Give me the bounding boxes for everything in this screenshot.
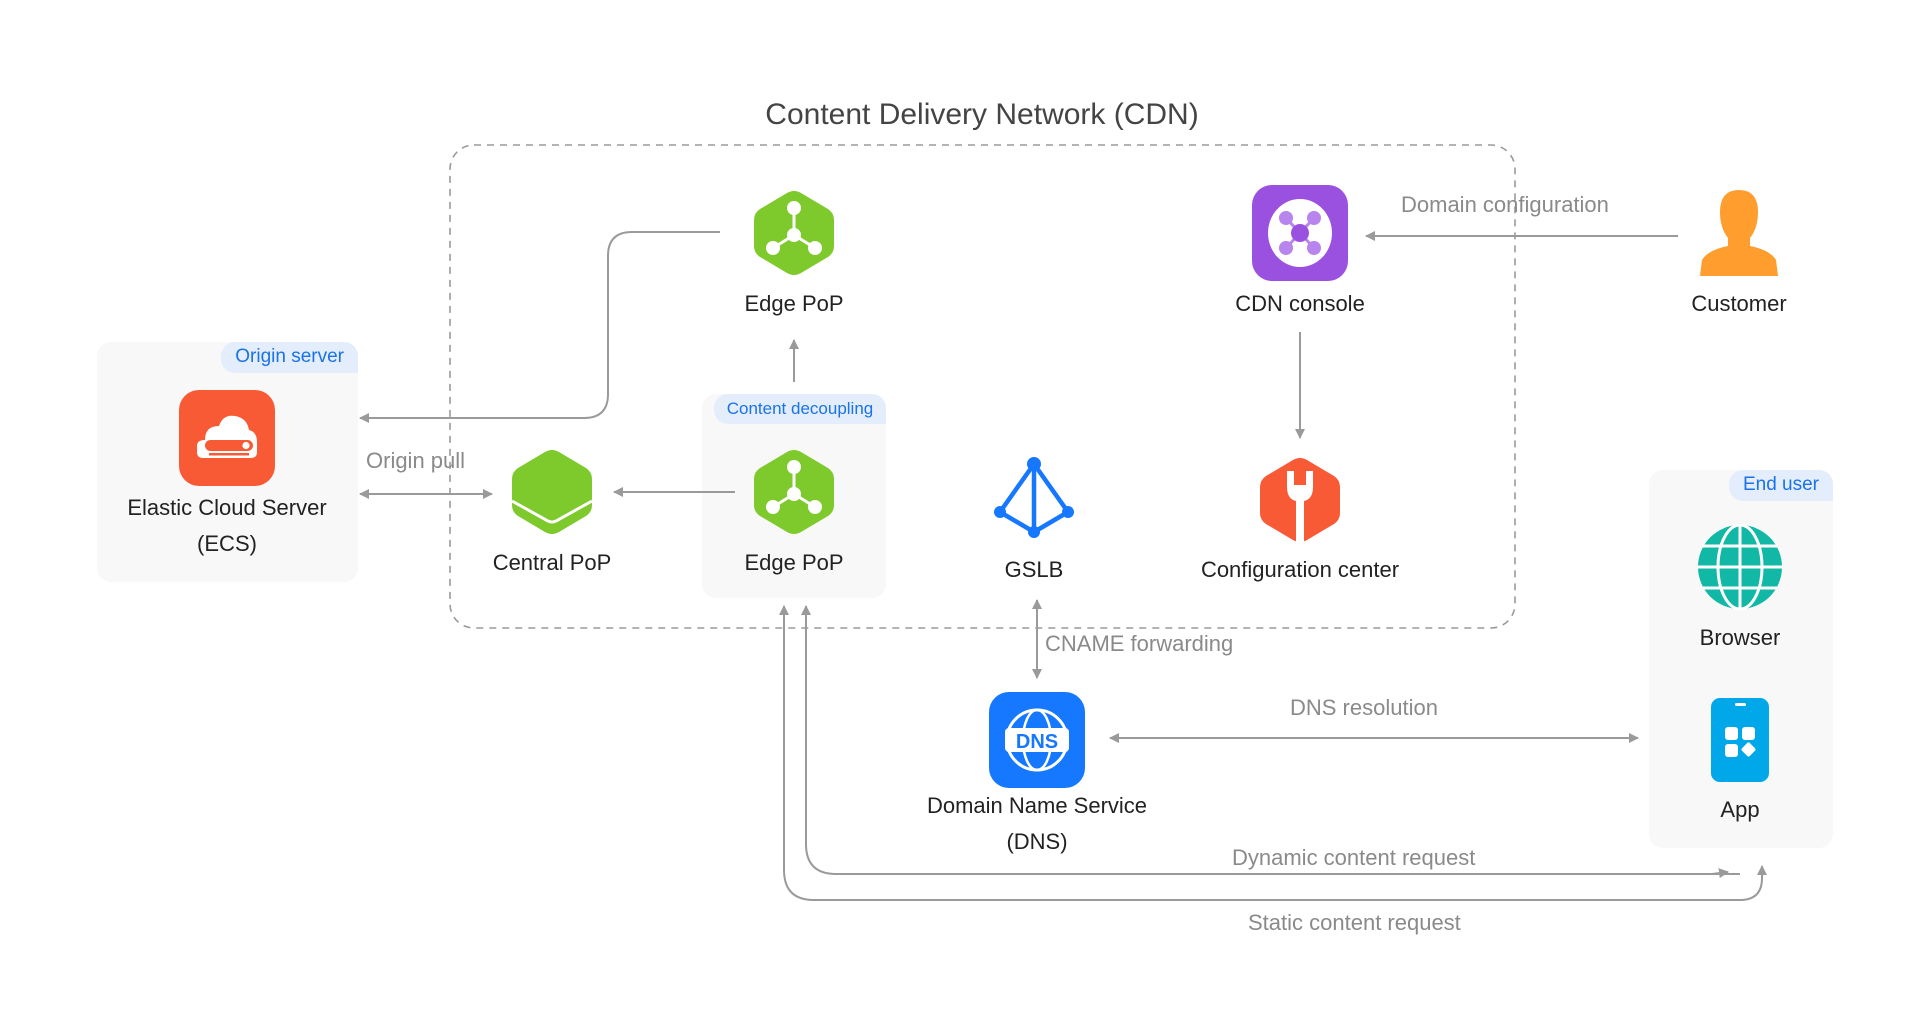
- cdn-console-icon[interactable]: [1252, 185, 1348, 281]
- dynamic-request-connector: [806, 606, 1740, 875]
- mobile-app-icon[interactable]: [1711, 698, 1769, 782]
- edge-to-origin-connector: [359, 231, 720, 423]
- cname-forwarding-label: CNAME forwarding: [1045, 631, 1234, 656]
- dns-label-line1: Domain Name Service: [926, 793, 1148, 818]
- app-label: App: [1720, 797, 1760, 822]
- cdn-console-label: CDN console: [1235, 291, 1365, 316]
- dns-globe-icon[interactable]: DNS: [989, 692, 1085, 788]
- diagram-title: Content Delivery Network (CDN): [765, 98, 1199, 131]
- dns-resolution-label: DNS resolution: [1290, 695, 1438, 720]
- edge-pop-bottom-label: Edge PoP: [744, 550, 844, 575]
- domain-configuration-label: Domain configuration: [1401, 192, 1609, 217]
- globe-icon[interactable]: [1697, 524, 1783, 610]
- ecs-label-line2: (ECS): [197, 531, 257, 556]
- browser-label: Browser: [1699, 625, 1781, 650]
- content-decoupling-tag: Content decoupling: [714, 394, 886, 424]
- cloud-server-icon[interactable]: [179, 390, 275, 486]
- origin-pull-label: Origin pull: [366, 448, 466, 473]
- static-content-request-label: Static content request: [1248, 910, 1461, 935]
- gslb-label: GSLB: [1004, 557, 1064, 582]
- dns-label-line2: (DNS): [1006, 829, 1068, 854]
- edge-pop-hexagon-icon[interactable]: [753, 190, 835, 276]
- gslb-pyramid-icon[interactable]: [992, 456, 1076, 540]
- dns-icon-text: DNS: [1016, 731, 1058, 753]
- origin-server-tag: Origin server: [221, 342, 358, 373]
- edge-pop-top-label: Edge PoP: [744, 291, 844, 316]
- dynamic-request-end-arrow: [1711, 868, 1729, 879]
- central-pop-hexagon-icon[interactable]: [511, 449, 593, 535]
- central-pop-label: Central PoP: [492, 550, 612, 575]
- wrench-hexagon-icon[interactable]: [1259, 457, 1341, 543]
- customer-label: Customer: [1691, 291, 1787, 316]
- person-icon[interactable]: [1698, 188, 1780, 278]
- configuration-center-label: Configuration center: [1200, 557, 1400, 582]
- dynamic-content-request-label: Dynamic content request: [1232, 845, 1476, 870]
- ecs-label-line1: Elastic Cloud Server: [127, 495, 327, 520]
- static-request-connector: [779, 605, 1763, 901]
- edge-pop-hexagon-icon[interactable]: [753, 449, 835, 535]
- cdn-boundary: [449, 144, 1516, 629]
- end-user-tag: End user: [1728, 470, 1833, 501]
